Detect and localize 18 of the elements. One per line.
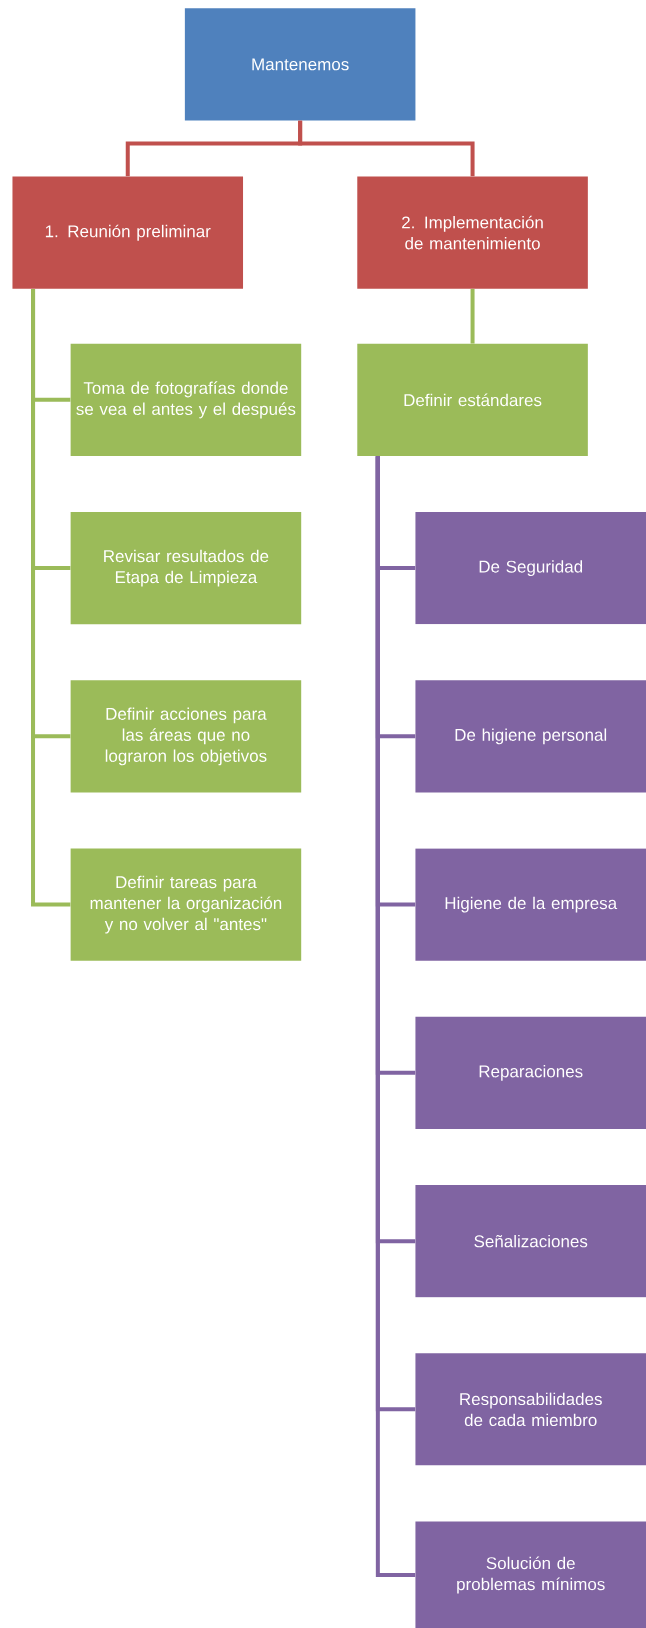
process-box: Señalizaciones bbox=[415, 1185, 646, 1298]
process-box: Solución de problemas mínimos bbox=[415, 1521, 646, 1628]
connector-line bbox=[470, 288, 475, 344]
process-box: Responsabilidades de cada miembro bbox=[415, 1353, 646, 1466]
process-box: 1. Reunión preliminar bbox=[12, 176, 244, 289]
process-box: Definir tareas para mantener la organización y no volver al "antes" bbox=[70, 848, 302, 961]
process-box: Revisar resultados de Etapa de Limpieza bbox=[70, 512, 302, 625]
process-box: Reparaciones bbox=[415, 1016, 646, 1129]
process-box: De higiene personal bbox=[415, 680, 646, 793]
process-box: Higiene de la empresa bbox=[415, 848, 646, 961]
connector-line bbox=[31, 288, 71, 907]
process-box: De Seguridad bbox=[415, 512, 646, 625]
process-box: Definir acciones para las áreas que no lograron los objetivos bbox=[70, 680, 302, 793]
connector-line bbox=[298, 120, 475, 177]
process-box: Mantenemos bbox=[184, 8, 416, 121]
process-box: Definir estándares bbox=[357, 343, 588, 456]
process-box: 2. Implementación de mantenimiento bbox=[357, 176, 588, 289]
process-box: Toma de fotografías donde se vea el antes y el después bbox=[70, 343, 302, 456]
